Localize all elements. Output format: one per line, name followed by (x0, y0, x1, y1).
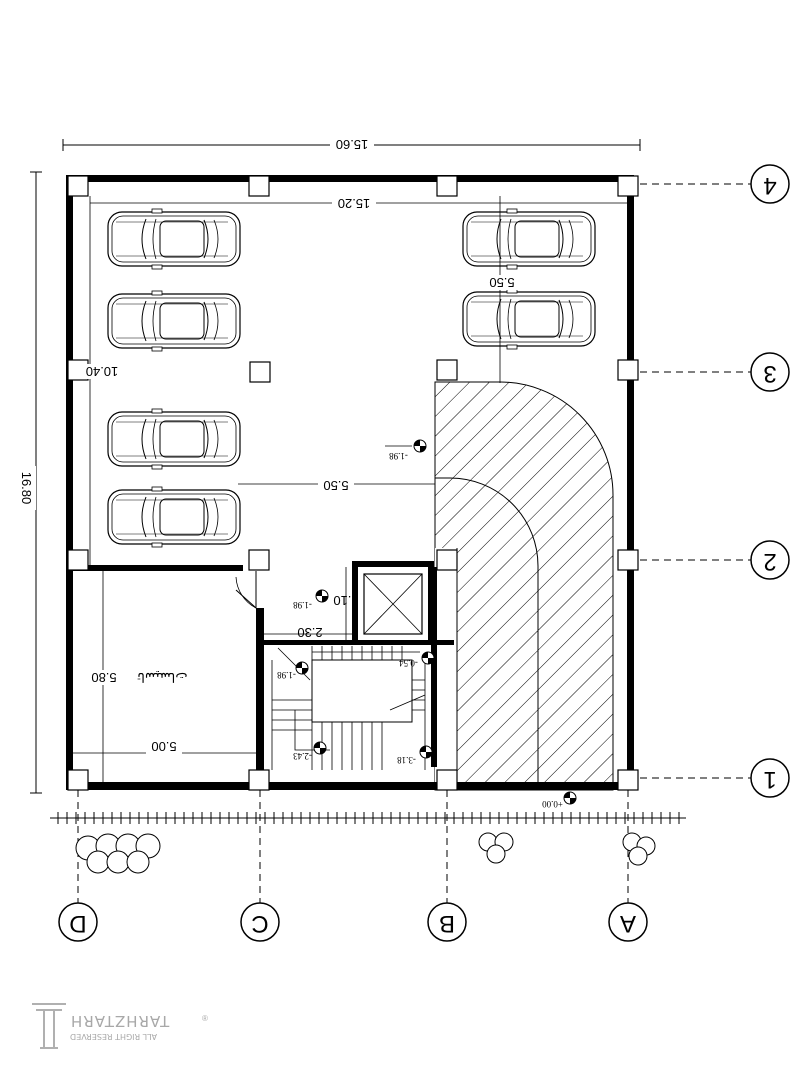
svg-text:+0.00: +0.00 (542, 799, 563, 809)
svg-text:2: 2 (763, 548, 776, 575)
car-6 (462, 288, 596, 350)
level-marker-stair-top: -0.54 (399, 651, 435, 668)
overall-height-label: 16.80 (19, 472, 34, 505)
svg-text:10.40: 10.40 (86, 364, 119, 379)
tree-icon (75, 833, 161, 874)
level-marker-street: +0.00 (542, 791, 577, 809)
parking-depth-dimension: 10.40 (82, 196, 122, 565)
lobby-width-dimension: 2.30 (264, 625, 352, 640)
car-4 (107, 486, 241, 548)
svg-text:-1.98: -1.98 (293, 600, 312, 610)
grid-bubble-D: D (58, 902, 98, 942)
grid-bubble-4: 4 (750, 164, 790, 204)
grid-bubble-A: A (608, 902, 648, 942)
car-5 (462, 208, 596, 270)
inner-width-dimension: 15.20 (90, 195, 627, 211)
svg-text:-1.98: -1.98 (389, 451, 408, 461)
overall-width-dimension: 15.60 (62, 136, 641, 152)
sidewalk (50, 812, 686, 824)
svg-text:B: B (439, 910, 455, 937)
svg-text:C: C (251, 910, 268, 937)
level-marker-lobby: -1.98 (293, 589, 329, 610)
svg-text:2.30: 2.30 (297, 625, 322, 640)
level-marker-landing: -1.98 (277, 661, 309, 680)
svg-text:5.50: 5.50 (489, 275, 514, 290)
overall-height-dimension: 16.80 (14, 171, 42, 794)
level-marker-stair-bottom-right: -3.18 (397, 745, 433, 765)
room-label: تاسیسات (137, 670, 188, 685)
interior-walls (73, 561, 454, 790)
grid-lines (77, 183, 755, 905)
grid-bubble-2: 2 (750, 540, 790, 580)
svg-text:2.10: 2.10 (333, 593, 358, 608)
svg-text:A: A (620, 910, 636, 937)
grid-bubble-1: 1 (750, 758, 790, 798)
svg-text:5.80: 5.80 (91, 670, 116, 685)
overall-width-label: 15.60 (336, 137, 369, 152)
svg-text:5.00: 5.00 (151, 739, 176, 754)
grid-bubble-B: B (427, 902, 467, 942)
lobby-depth-dimension: 2.10 (333, 567, 359, 640)
watermark: TARHZTARH ALL RIGHT RESERVED ® (30, 1000, 208, 1055)
svg-text:-2.43: -2.43 (293, 751, 312, 761)
shrub-icon-2 (622, 832, 656, 866)
grid-bubble-3: 3 (750, 352, 790, 392)
watermark-registered: ® (202, 1014, 208, 1023)
car-2 (107, 290, 241, 352)
svg-text:4: 4 (763, 172, 776, 199)
car-1 (107, 208, 241, 270)
shrub-icon (478, 832, 514, 864)
watermark-tagline: ALL RIGHT RESERVED (70, 1032, 158, 1041)
grid-bubble-C: C (240, 902, 280, 942)
svg-text:5.50: 5.50 (323, 478, 348, 493)
svg-text:3: 3 (763, 360, 776, 387)
right-bay-dimension: 5.50 (484, 196, 520, 383)
svg-text:-0.54: -0.54 (399, 658, 418, 668)
outer-walls (66, 175, 634, 790)
watermark-brand: TARHZTARH (70, 1012, 170, 1030)
svg-text:D: D (69, 910, 86, 937)
room-height-dimension: 5.80 (86, 571, 122, 782)
level-marker-parking: -1.98 (385, 439, 427, 461)
svg-text:-3.18: -3.18 (397, 755, 416, 765)
elevator (363, 573, 423, 635)
level-marker-stair-bottom-left: -2.43 (293, 741, 327, 761)
utility-door (235, 571, 257, 609)
svg-text:1: 1 (763, 766, 776, 793)
car-3 (107, 408, 241, 470)
ramp (434, 381, 614, 791)
columns (67, 175, 639, 791)
svg-text:-1.98: -1.98 (277, 670, 296, 680)
room-width-dimension: 5.00 (73, 739, 256, 755)
svg-text:15.20: 15.20 (338, 196, 371, 211)
aisle-dimension: 5.50 (238, 478, 435, 493)
tarh-logo-icon (32, 1003, 66, 1049)
